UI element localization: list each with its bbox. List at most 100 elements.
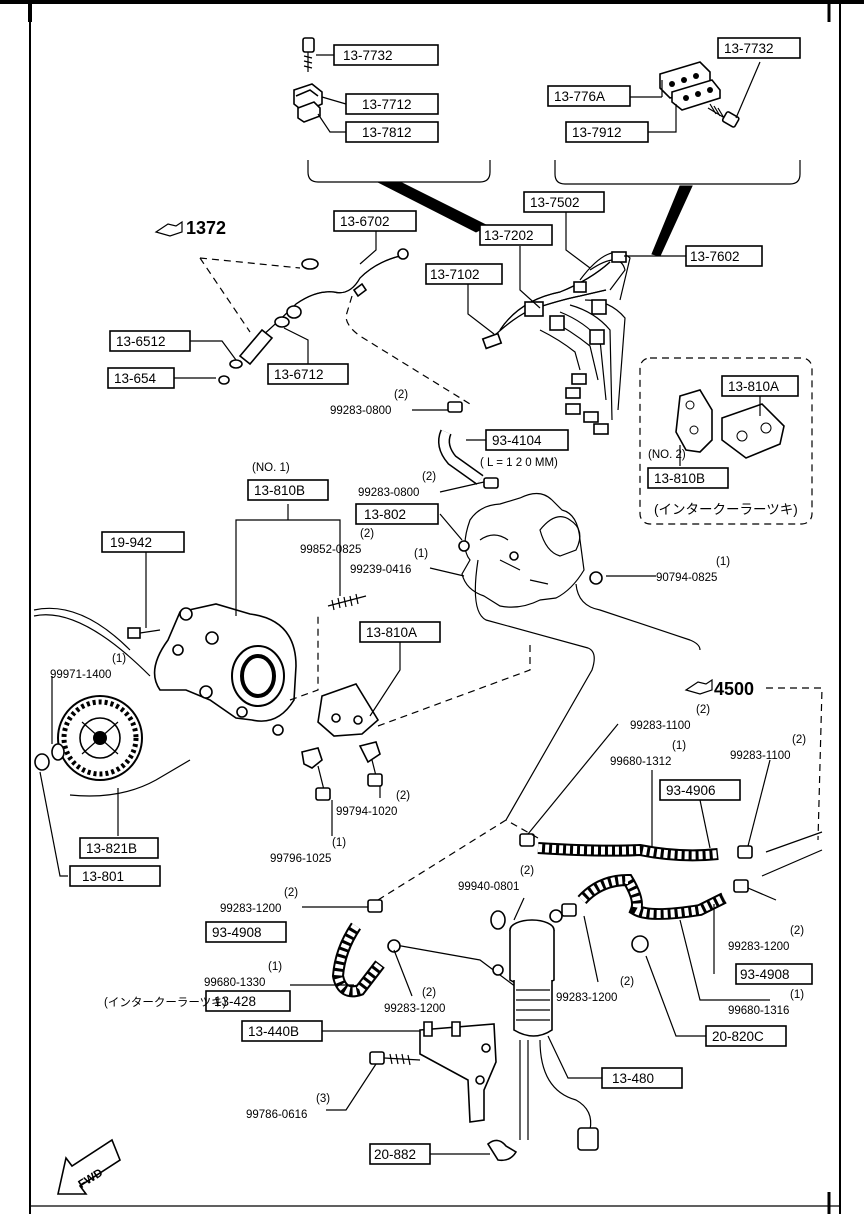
callout-13-654[interactable]: 13-654: [107, 367, 175, 389]
engine-block-sketch: [458, 492, 701, 821]
callout-text: 13-654: [114, 371, 157, 386]
qty-label: (2): [520, 865, 534, 877]
callout-93-4104[interactable]: 93-4104: [485, 429, 569, 451]
callout-text: 13-7912: [572, 125, 622, 140]
callout-13-7502[interactable]: 13-7502: [523, 191, 605, 213]
callout-13-810B-main[interactable]: 13-810B: [247, 479, 329, 501]
callout-text: 13-810A: [366, 625, 417, 640]
callout-text: 13-7602: [690, 249, 740, 264]
part-number-label: 90794-0825: [656, 572, 717, 584]
callout-13-480[interactable]: 13-480: [601, 1067, 683, 1089]
callout-text: 13-7732: [343, 48, 393, 63]
callout-19-942[interactable]: 19-942: [101, 531, 185, 553]
pulley-assembly: [33, 593, 531, 801]
callout-13-810A-main[interactable]: 13-810A: [359, 621, 441, 643]
callout-text: 93-4908: [212, 925, 262, 940]
part-number-label: 99680-1316: [728, 1005, 789, 1017]
injection-pipes: [481, 251, 631, 435]
callout-13-7912[interactable]: 13-7912: [565, 121, 649, 143]
callout-13-7602[interactable]: 13-7602: [685, 245, 763, 267]
ref-4500-text: 4500: [714, 679, 754, 699]
ref-1372-text: 1372: [186, 218, 226, 238]
callout-13-6712[interactable]: 13-6712: [267, 363, 349, 385]
callout-13-7102[interactable]: 13-7102: [425, 263, 503, 285]
part-number-label: 99680-1312: [610, 756, 671, 768]
qty-label: (1): [414, 548, 428, 560]
callout-text: 13-6712: [274, 367, 324, 382]
callout-text: 13-810B: [654, 471, 705, 486]
qty-label: (1): [790, 989, 804, 1001]
callout-13-6702[interactable]: 13-6702: [333, 210, 417, 232]
qty-label: (1): [112, 653, 126, 665]
callout-93-4908-b[interactable]: 93-4908: [735, 963, 813, 985]
part-number-label: 99786-0616: [246, 1109, 307, 1121]
part-number-label: 99680-1330: [204, 977, 265, 989]
qty-label: (1): [332, 837, 346, 849]
qty-label: (1): [672, 740, 686, 752]
intercooler-428-note: (インタークーラーツキ): [104, 996, 227, 1009]
top-bracket-arrows: [307, 160, 801, 257]
part-number-label: 99971-1400: [50, 669, 111, 681]
callout-text: 93-4906: [666, 783, 716, 798]
callout-text: 13-6702: [340, 214, 390, 229]
callout-13-7812[interactable]: 13-7812: [345, 121, 439, 143]
fwd-arrow: [57, 1138, 121, 1195]
clip-detail-right: [630, 61, 761, 133]
fuel-filter: [369, 909, 599, 1162]
callout-13-7202[interactable]: 13-7202: [479, 224, 553, 246]
callout-text: 13-802: [364, 507, 406, 522]
ref-4500[interactable]: 4500: [684, 678, 754, 699]
qty-label: (2): [394, 389, 408, 401]
qty-label: (2): [620, 976, 634, 988]
callout-13-7712[interactable]: 13-7712: [345, 93, 439, 115]
callout-text: 13-810B: [254, 483, 305, 498]
callout-93-4908-a[interactable]: 93-4908: [205, 921, 287, 943]
intercooler-inset: [639, 357, 813, 525]
part-number-label: 99283-0800: [358, 487, 419, 499]
no1-note: (NO. 1): [252, 462, 290, 474]
callout-13-776A[interactable]: 13-776A: [547, 85, 631, 107]
part-number-label: 99794-1020: [336, 806, 397, 818]
callout-text: 20-820C: [712, 1029, 764, 1044]
callout-text: 20-882: [374, 1147, 416, 1162]
callout-13-821B[interactable]: 13-821B: [79, 837, 159, 859]
callout-13-810B-inset[interactable]: 13-810B: [647, 467, 729, 489]
hand-pointer-icon: [154, 220, 183, 237]
callout-20-820C[interactable]: 20-820C: [705, 1025, 787, 1047]
callout-20-882[interactable]: 20-882: [369, 1143, 431, 1165]
callout-13-440B[interactable]: 13-440B: [241, 1020, 323, 1042]
clip-detail-left: [293, 37, 347, 133]
callout-text: 13-480: [612, 1071, 654, 1086]
callout-text: 19-942: [110, 535, 152, 550]
no2-note: (NO. 2): [648, 449, 686, 461]
part-number-label: 99283-1200: [384, 1003, 445, 1015]
callout-text: 93-4908: [740, 967, 790, 982]
qty-label: (2): [790, 925, 804, 937]
part-number-label: 99283-1100: [730, 750, 791, 762]
callout-13-7732-a[interactable]: 13-7732: [333, 44, 439, 66]
callout-text: 13-801: [82, 869, 124, 884]
callout-13-810A-inset[interactable]: 13-810A: [721, 375, 799, 397]
return-pipe: [199, 248, 471, 405]
fastener-labels: (2) 99283-0800 (2) 99283-0800 (2) 99852-…: [50, 389, 806, 1121]
leak-hose: [438, 401, 499, 489]
qty-label: (2): [360, 528, 374, 540]
callout-text: 13-7712: [362, 97, 412, 112]
callout-13-801[interactable]: 13-801: [69, 865, 161, 887]
part-number-label: 99283-1200: [728, 941, 789, 953]
hand-pointer-icon: [684, 678, 713, 695]
callout-text: 13-7102: [430, 267, 480, 282]
part-number-label: 99239-0416: [350, 564, 411, 576]
callout-13-7732-b[interactable]: 13-7732: [717, 37, 801, 59]
fuel-hoses: [331, 687, 823, 998]
qty-label: (3): [316, 1093, 330, 1105]
callout-93-4906[interactable]: 93-4906: [659, 779, 741, 801]
leader-lines: [39, 212, 777, 1155]
callout-13-802[interactable]: 13-802: [355, 503, 439, 525]
callout-13-6512[interactable]: 13-6512: [109, 330, 191, 352]
qty-label: (1): [268, 961, 282, 973]
callout-text: 13-440B: [248, 1024, 299, 1039]
callout-13-428[interactable]: 13-428: [205, 990, 291, 1012]
ref-1372[interactable]: 1372: [154, 218, 226, 238]
